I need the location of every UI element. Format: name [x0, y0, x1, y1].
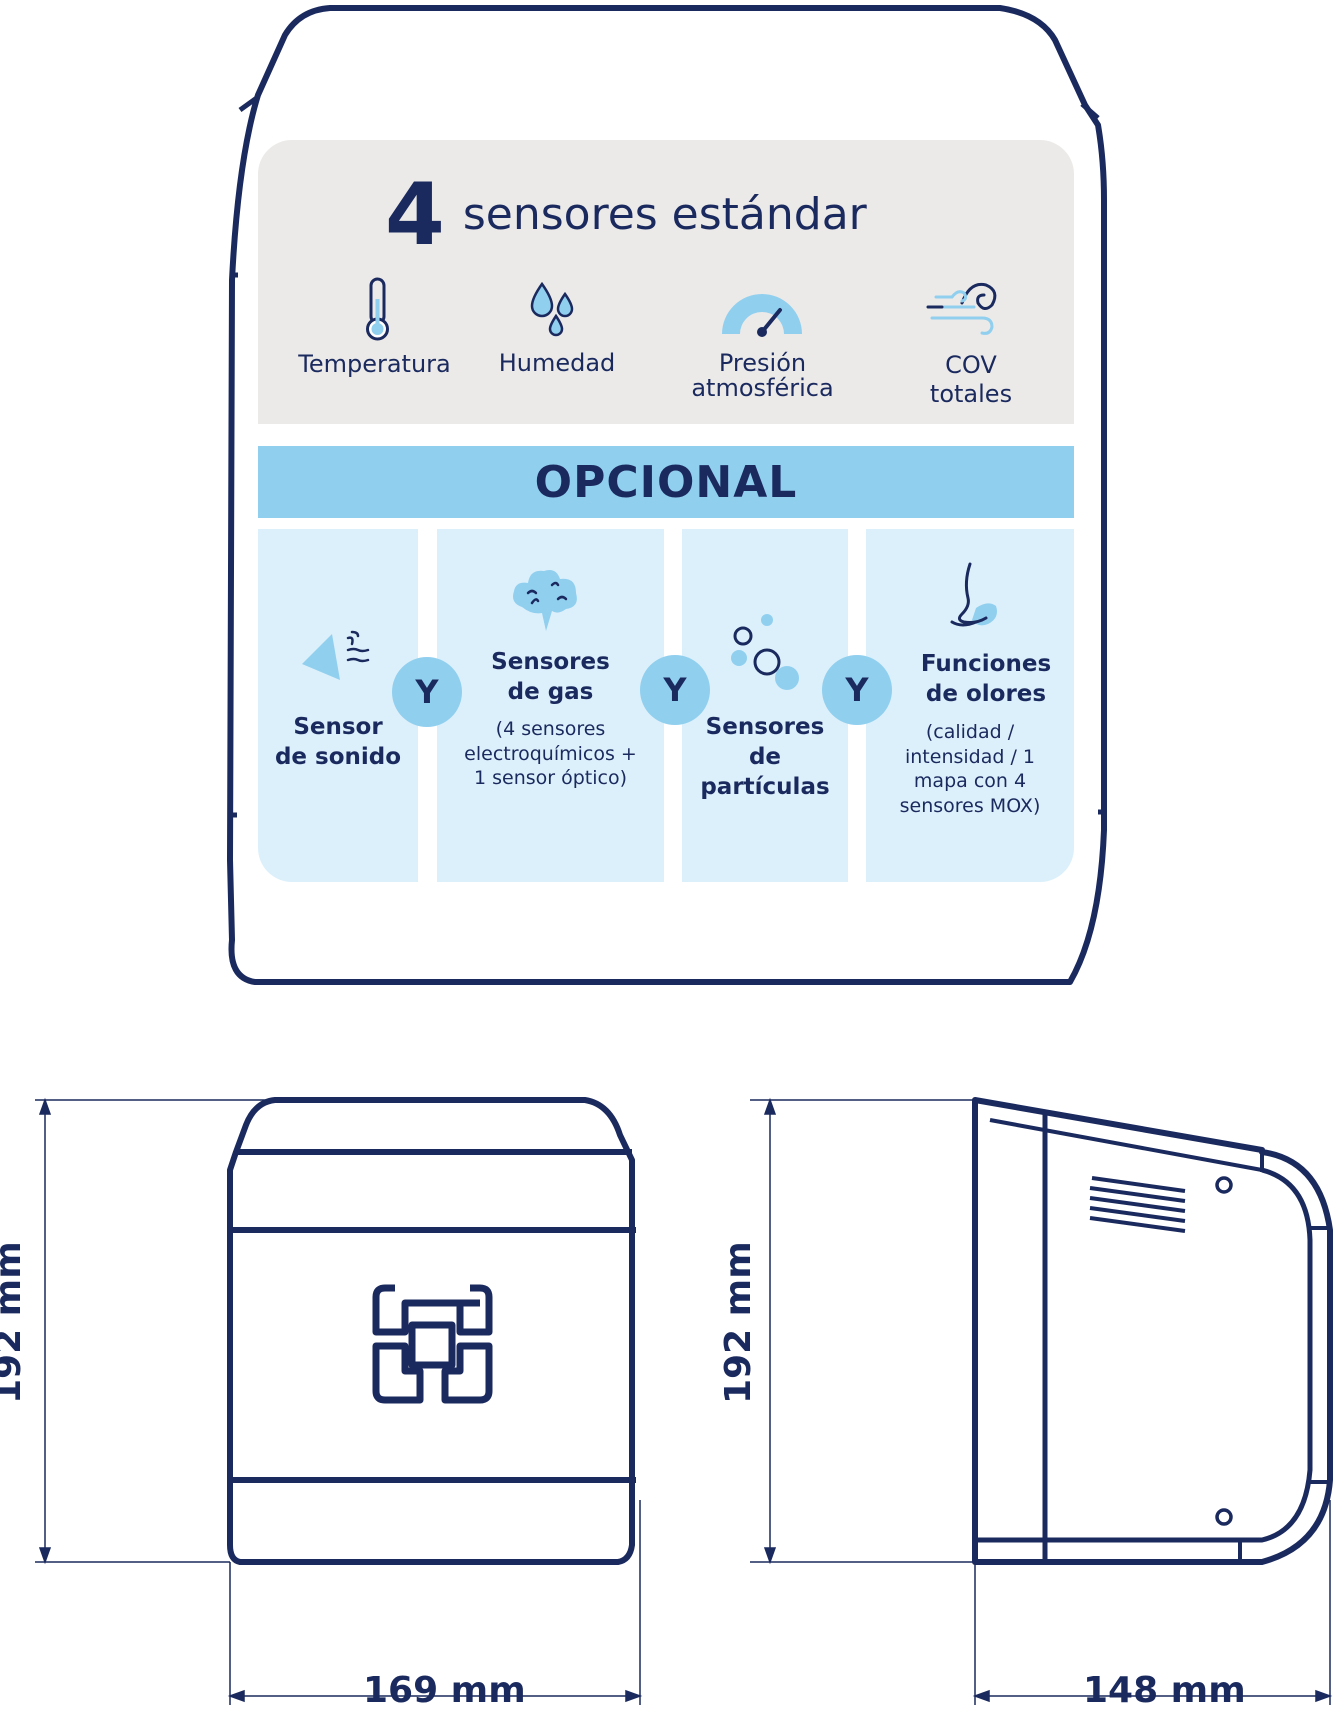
standard-sensors-title: sensores estándar [462, 189, 867, 240]
device-top-outline [227, 5, 1107, 985]
side-height-label: 192 mm [718, 1241, 759, 1404]
side-depth-label: 148 mm [1083, 1670, 1246, 1711]
connector-y-2: Y [640, 655, 710, 725]
optional-title: OPCIONAL [534, 456, 798, 508]
gas-cloud-icon [513, 570, 577, 631]
wind-swirl-icon [926, 282, 997, 335]
standard-sensors-heading: 4 sensores estándar [385, 170, 867, 260]
standard-item-presion: Presión atmosférica [691, 349, 834, 403]
front-width-label: 169 mm [363, 1670, 526, 1711]
pressure-gauge-icon [722, 294, 802, 337]
optional-column-olores [866, 529, 1074, 882]
sonido-title: Sensor de sonido [274, 714, 402, 770]
gas-title: Sensores de gas [491, 649, 610, 705]
standard-item-temperatura: Temperatura [298, 350, 451, 378]
water-drops-icon [530, 281, 574, 337]
nose-icon [950, 562, 997, 627]
gas-description: (4 sensores electroquímicos + 1 sensor ó… [464, 718, 637, 790]
standard-sensors-panel [258, 140, 1074, 424]
olores-title: Funciones de olores [920, 651, 1052, 707]
connector-y-3: Y [822, 655, 892, 725]
side-view-drawing [750, 1097, 1333, 1705]
standard-item-cov: COV totales [929, 351, 1013, 408]
olores-description: (calidad / intensidad / 1 mapa con 4 sen… [899, 721, 1041, 818]
front-height-label: 192 mm [0, 1241, 29, 1404]
speaker-sound-icon [302, 630, 370, 680]
particulas-title: Sensores de partículas [700, 714, 830, 800]
front-view-drawing [35, 1097, 643, 1705]
standard-item-humedad: Humedad [498, 349, 616, 377]
optional-column-particulas [682, 529, 848, 882]
thermometer-icon [366, 277, 389, 341]
optional-banner: OPCIONAL [258, 446, 1074, 518]
optional-column-sonido [258, 529, 418, 882]
standard-sensor-count: 4 [385, 165, 445, 265]
particles-icon [731, 614, 799, 690]
connector-y-1: Y [392, 657, 462, 727]
